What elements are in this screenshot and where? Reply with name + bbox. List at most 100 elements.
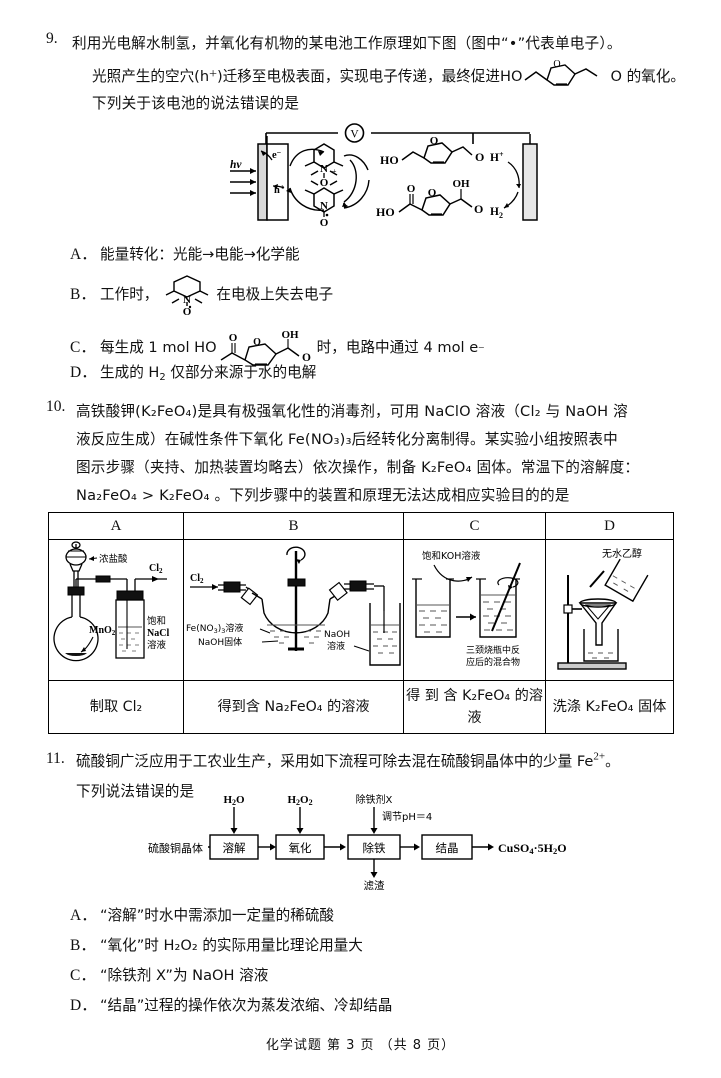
step-label-remove-iron: 除铁 (363, 841, 386, 855)
q11-option-c-text: “除铁剂 X”为 NaOH 溶液 (100, 967, 269, 984)
question-10-number: 10. (46, 398, 66, 415)
label-naoh-solid: NaOH固体 (198, 636, 242, 648)
ph-adjust-note: 调节pH＝4 (382, 811, 432, 823)
svg-text:O: O (183, 306, 192, 317)
label-saturated: 饱和 (147, 615, 166, 627)
option-d-text: 生成的 H2 仅部分来源于水的电解 (100, 358, 316, 393)
question-9-number: 9. (46, 30, 58, 47)
question-9-option-a: A． 能量转化：光能→电能→化学能 (70, 240, 300, 270)
electron-label: e− (272, 148, 282, 161)
page-footer: 化学试题 第 3 页 （共 8 页） (265, 1038, 456, 1053)
question-9-option-d: D． 生成的 H2 仅部分来源于水的电解 (70, 358, 316, 393)
tempo-nitrogen-label: N (320, 163, 328, 175)
photoelectrochemical-cell-diagram: V hv e− h+ (228, 116, 698, 228)
radical-dot (325, 213, 329, 217)
step-box-dissolve (209, 834, 259, 860)
option-a-label: A． (70, 246, 97, 263)
svg-text:HO: HO (376, 205, 395, 219)
label-cl2-in: Cl2 (190, 573, 204, 585)
question-9-option-c: C． 每生成 1 mol HO O O OH O (70, 330, 484, 366)
flow-output-label: CuSO4·5H2O (498, 841, 567, 856)
option-b-text-after: 在电极上失去电子 (216, 286, 334, 303)
tempo-oxygen-top: O (320, 177, 329, 189)
option-d-sub: 2 (159, 371, 166, 383)
apparatus-d-cell: 无水乙醇 (545, 539, 674, 681)
purpose-a: 制取 Cl₂ (48, 680, 184, 734)
tempo-radical-structure-inline: N O (160, 273, 214, 317)
svg-text:OH: OH (281, 330, 299, 341)
apparatus-c-cell: 饱和KOH溶液 (403, 539, 546, 681)
q11-option-b-text: “氧化”时 H₂O₂ 的实际用量比理论用量大 (100, 937, 363, 954)
flow-residue-label: 滤渣 (364, 879, 385, 890)
label-anhydrous-ethanol: 无水乙醇 (602, 547, 642, 560)
reagent-iron-removal-x: 除铁剂X (356, 793, 393, 806)
label-mixture-line-1: 三颈烧瓶中反 (466, 644, 520, 656)
label-naoh-solution-2: 溶液 (327, 640, 345, 652)
question-9-stem-line-1: 利用光电解水制氢，并氧化有机物的某电池工作原理如下图（图中“•”代表单电子）。 (72, 35, 622, 52)
question-11-option-d: D． “结晶”过程的操作依次为蒸发浓缩、冷却结晶 (70, 991, 392, 1021)
option-c-text-after: 时，电路中通过 4 mol e (316, 339, 479, 356)
question-10-stem-line-2: 液反应生成）在碱性条件下氧化 Fe(NO₃)₃后经转化分离制得。某实验小组按照表… (76, 431, 618, 448)
question-10-stem-line-4: Na₂FeO₄ > K₂FeO₄ 。下列步骤中的装置和原理无法达成相应实验目的的… (76, 487, 570, 504)
q11-option-b-label: B． (70, 937, 96, 954)
table-purpose-row: 制取 Cl₂ 得到含 Na₂FeO₄ 的溶液 得 到 含 K₂FeO₄ 的溶液 … (48, 680, 674, 734)
label-mno2: MnO2 (89, 625, 116, 637)
svg-text:O: O (407, 183, 416, 195)
question-11-option-c: C． “除铁剂 X”为 NaOH 溶液 (70, 961, 268, 991)
cathode-plate (522, 143, 538, 221)
question-11-option-a: A． “溶解”时水中需添加一定量的稀硫酸 (70, 901, 334, 931)
option-b-label: B． (70, 286, 96, 303)
hole-label: h+ (274, 183, 285, 196)
apparatus-b-figure: Cl2 (186, 546, 401, 666)
option-d-label: D． (70, 364, 97, 381)
svg-text:HO: HO (380, 153, 399, 167)
apparatus-c-figure: 饱和KOH溶液 (412, 550, 521, 668)
step-box-oxidize (275, 834, 325, 860)
question-11-number: 11. (46, 750, 65, 767)
apparatus-a-cell: 浓盐酸 MnO2 (48, 539, 184, 681)
table-header-a: A (48, 512, 184, 540)
experiment-options-table: A B C D (48, 512, 674, 734)
table-header-c: C (403, 512, 546, 540)
photoanode-shaded (257, 143, 268, 221)
question-9-option-b: B． 工作时， N O 在电极上失去电子 (70, 273, 333, 317)
q11-iron-charge: 2+ (593, 750, 606, 763)
purpose-b: 得到含 Na₂FeO₄ 的溶液 (183, 680, 404, 734)
q11-option-d-text: “结晶”过程的操作依次为蒸发浓缩、冷却结晶 (100, 997, 393, 1014)
step-label-dissolve: 溶解 (223, 841, 246, 855)
stem-line-2-suffix: O 的氧化。 (610, 67, 685, 85)
label-fe-no3-3-solution: Fe(NO3)3溶液 (186, 622, 243, 635)
step-box-crystallize (421, 834, 473, 860)
reagent-h2o2: H2O2 (287, 794, 312, 807)
q11-option-a-text: “溶解”时水中需添加一定量的稀硫酸 (100, 907, 335, 924)
reagent-h2o: H2O (223, 794, 245, 807)
svg-text:O: O (430, 135, 439, 147)
copper-sulfate-purification-flowchart: H2O H2O2 除铁剂X 调节pH＝4 硫酸铜晶体 溶解 (146, 790, 616, 890)
table-header-d: D (545, 512, 674, 540)
light-label: hv (230, 159, 242, 171)
svg-text:O: O (554, 60, 561, 70)
fdca-hemiacetal-structure-inline: O O OH O (219, 330, 315, 366)
photoanode-plate (266, 143, 289, 221)
option-b-text-before: 工作时， (100, 286, 159, 303)
svg-text:N: N (183, 294, 191, 306)
label-saturated-koh: 饱和KOH溶液 (422, 550, 481, 562)
hydrogen-label: H2 (490, 206, 503, 220)
hole-superscript: + (209, 67, 218, 82)
step-label-crystallize: 结晶 (436, 841, 459, 855)
tempo-oxygen-bottom: O (320, 217, 329, 228)
label-nacl: NaCl (147, 628, 169, 639)
label-concentrated-hcl: 浓盐酸 (99, 553, 128, 565)
svg-text:O: O (474, 202, 483, 216)
table-header-b: B (183, 512, 404, 540)
purpose-c: 得 到 含 K₂FeO₄ 的溶液 (403, 680, 546, 734)
question-11-stem-line-1: 硫酸铜广泛应用于工农业生产，采用如下流程可除去混在硫酸铜晶体中的少量 Fe2+。 (76, 750, 620, 771)
svg-text:O: O (428, 187, 437, 199)
svg-text:O: O (302, 352, 311, 364)
question-10-stem-line-1: 高铁酸钾(K₂FeO₄)是具有极强氧化性的消毒剂，可用 NaClO 溶液（Cl₂… (76, 403, 628, 420)
option-d-prefix: 生成的 H (100, 364, 160, 381)
option-c-label: C． (70, 339, 96, 356)
tempo-radical-nitrogen: N (320, 200, 328, 212)
label-cl2-out: Cl2 (149, 563, 163, 575)
